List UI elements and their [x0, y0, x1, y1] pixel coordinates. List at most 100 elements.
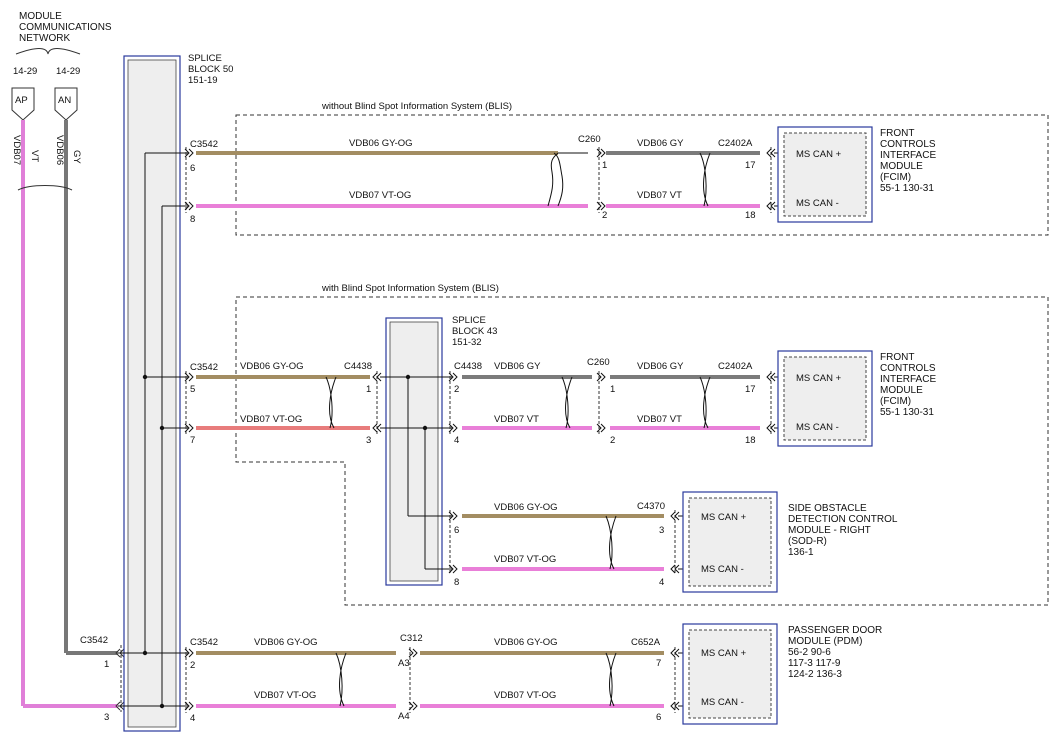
fcim1-label-2: INTERFACE: [880, 150, 936, 161]
sodr-label-0: SIDE OBSTACLE: [788, 503, 867, 514]
row4-c652a: C652A: [631, 637, 661, 648]
network-ref-an: 14-29: [56, 66, 80, 77]
connector-chevron-right: [184, 701, 194, 711]
splice-block-43: [389, 321, 439, 582]
terminal-an: [54, 87, 78, 121]
row1-pin-6: 6: [190, 163, 195, 174]
splice50-line-1: SPLICE: [188, 53, 222, 64]
splice50-line-2: BLOCK 50: [188, 64, 233, 75]
pdm-label-3: 117-3 117-9: [788, 658, 841, 669]
row1-c260-pin2: 2: [602, 210, 607, 221]
sodr-label-1: DETECTION CONTROL: [788, 514, 898, 525]
splice50-nodes: [142, 374, 165, 709]
splice43-line-3: 151-32: [452, 337, 482, 348]
network-title-line-2: COMMUNICATIONS: [19, 22, 112, 33]
row2-vt-label-a: VDB07 VT: [494, 414, 539, 425]
terminal-ap-label: AP: [15, 95, 28, 106]
fcim2-label-0: FRONT: [880, 352, 914, 363]
row1-c260-pin1: 1: [602, 160, 607, 171]
row4-pin-a4: A4: [398, 711, 410, 722]
row2-c4438-left: C4438: [344, 361, 372, 372]
row2-c2402a: C2402A: [718, 361, 753, 372]
sodr-label-4: 136-1: [788, 547, 814, 558]
row1-vt-og-label: VDB07 VT-OG: [349, 190, 411, 201]
connector-chevrons: [184, 148, 776, 711]
sodr-label-3: (SOD-R): [788, 536, 827, 547]
section-with-blis: with Blind Spot Information System (BLIS…: [321, 283, 499, 294]
row2-pin-7: 7: [190, 435, 195, 446]
splice43-nodes: [405, 374, 428, 431]
row1-pin-17: 17: [745, 160, 756, 171]
row2-c3542: C3542: [190, 362, 218, 373]
row1-pin-8: 8: [190, 214, 195, 225]
splice43-bus: [380, 376, 452, 570]
row2-twist-b: [561, 376, 573, 429]
connector-chevron-right: [184, 148, 194, 158]
pdm-can-plus: MS CAN +: [701, 648, 747, 659]
connector-chevron-right: [448, 564, 458, 574]
row1-twist-a: [547, 152, 564, 207]
splice-block-50: [127, 59, 177, 728]
fcim2-label-4: (FCIM): [880, 396, 911, 407]
pdm-module: [688, 629, 772, 719]
row4-pin-a3: A3: [398, 658, 410, 669]
connector-chevron-left: [766, 423, 776, 433]
terminal-ap: [11, 87, 35, 121]
fcim1-module: [783, 132, 867, 217]
splice43-line-1: SPLICE: [452, 315, 486, 326]
row4-vt-og-label-a: VDB07 VT-OG: [254, 690, 316, 701]
row1-gy-label: VDB06 GY: [637, 138, 684, 149]
connector-chevron-left: [670, 648, 680, 658]
feed-label-vt: VT: [29, 150, 40, 162]
fcim2-label-3: MODULE: [880, 385, 923, 396]
fcim1-can-plus: MS CAN +: [796, 149, 842, 160]
row1-twist-b: [699, 152, 711, 207]
sodr-module: [688, 497, 772, 587]
connector-chevron-left: [670, 564, 680, 574]
row4-gy-og-label-b: VDB06 GY-OG: [494, 637, 558, 648]
without-blis-box: [235, 114, 1049, 236]
fcim2-label-2: INTERFACE: [880, 374, 936, 385]
connector-chevron-right: [184, 423, 194, 433]
section-without-blis: without Blind Spot Information System (B…: [321, 101, 512, 112]
row1-c3542: C3542: [190, 139, 218, 150]
c3542-feed-label: C3542: [80, 635, 108, 646]
connector-chevron-right: [596, 372, 606, 382]
terminal-an-label: AN: [58, 95, 71, 106]
sodr-can-plus: MS CAN +: [701, 512, 747, 523]
pdm-can-minus: MS CAN -: [701, 697, 744, 708]
row2-right-pin2: 2: [454, 384, 459, 395]
row4-pin-4: 4: [190, 713, 195, 724]
connector-chevron-right: [184, 648, 194, 658]
row2-twist-a: [325, 376, 337, 429]
row3-pin-6: 6: [454, 525, 459, 536]
feed-label-gy: GY: [71, 150, 82, 164]
splice50-bus: [118, 152, 188, 707]
row4-c312: C312: [400, 633, 423, 644]
row3-gy-og-label: VDB06 GY-OG: [494, 502, 558, 513]
network-brace: [15, 48, 81, 55]
row2-gy-label-b: VDB06 GY: [637, 361, 684, 372]
row2-gy-label-a: VDB06 GY: [494, 361, 541, 372]
connector-chevron-right: [596, 148, 606, 158]
fcim1-label-0: FRONT: [880, 128, 914, 139]
row2-c4438-pin3: 3: [366, 435, 371, 446]
fcim1-label-3: MODULE: [880, 161, 923, 172]
row2-gy-og-label: VDB06 GY-OG: [240, 361, 304, 372]
connector-chevron-right: [448, 511, 458, 521]
row1-pin-18: 18: [745, 210, 756, 221]
row2-c260: C260: [587, 357, 610, 368]
row2-pin-5: 5: [190, 384, 195, 395]
connector-chevron-right: [596, 201, 606, 211]
fcim1-label-1: CONTROLS: [880, 139, 936, 150]
row3-vt-og-label: VDB07 VT-OG: [494, 554, 556, 565]
row2-vt-og-label: VDB07 VT-OG: [240, 414, 302, 425]
row2-c4438-pin1: 1: [366, 384, 371, 395]
feed-label-vdb06: VDB06: [54, 135, 65, 165]
fcim2-can-plus: MS CAN +: [796, 373, 842, 384]
row2-c4438-right: C4438: [454, 361, 482, 372]
connector-chevron-right: [184, 201, 194, 211]
feed-label-vdb07: VDB07: [11, 135, 22, 165]
connector-chevron-right: [596, 423, 606, 433]
